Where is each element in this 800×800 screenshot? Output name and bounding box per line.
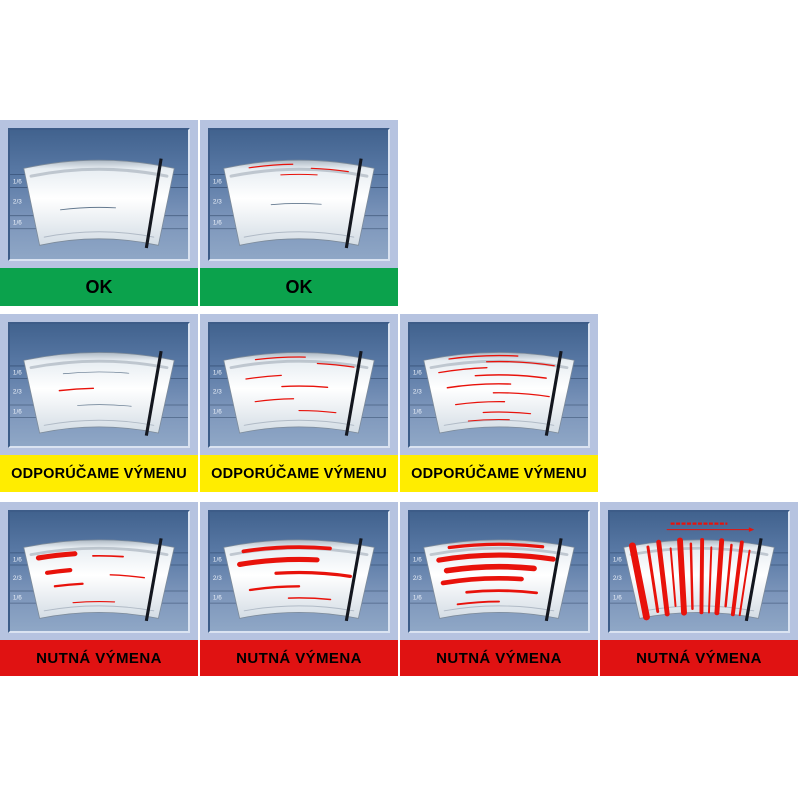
zone-fraction-label: 1/6 <box>613 556 622 563</box>
wiper-swath-graphic: 1/6 2/3 1/6 <box>610 522 788 622</box>
zone-fraction-label: 1/6 <box>413 595 422 602</box>
wipe-area <box>23 539 175 619</box>
status-label: NUTNÁ VÝMENA <box>400 640 598 676</box>
zone-fraction-label: 1/6 <box>413 370 422 377</box>
zone-fraction-label: 2/3 <box>13 389 22 396</box>
panel-area: 1/6 2/3 1/6 <box>0 502 198 640</box>
zone-fraction-label: 1/6 <box>213 409 222 416</box>
red-arrow-annotation <box>666 522 755 532</box>
windshield-panel: 1/6 2/3 1/6 <box>8 510 190 633</box>
zone-fraction-label: 2/3 <box>413 575 422 582</box>
wiper-blade <box>544 538 563 622</box>
status-label: ODPORÚČAME VÝMENU <box>0 455 198 492</box>
windshield-panel: 1/6 2/3 1/6 <box>208 510 390 633</box>
zone-fraction-label: 1/6 <box>13 178 22 185</box>
zone-fraction-label: 1/6 <box>213 370 222 377</box>
windshield-panel: 1/6 2/3 1/6 <box>208 128 390 261</box>
zone-fraction-label: 2/3 <box>213 198 222 205</box>
wiper-swath-graphic: 1/6 2/3 1/6 <box>410 350 588 436</box>
wiper-swath-graphic: 1/6 2/3 1/6 <box>210 158 388 249</box>
panel-area: 1/6 2/3 1/6 <box>0 314 198 455</box>
zone-fraction-label: 1/6 <box>413 409 422 416</box>
status-label: OK <box>0 268 198 306</box>
panel-area: 1/6 2/3 1/6 <box>200 120 398 268</box>
windshield-panel: 1/6 2/3 1/6 <box>608 510 790 633</box>
zone-fraction-label: 2/3 <box>613 575 622 582</box>
zone-fraction-label: 1/6 <box>613 595 622 602</box>
wiper-blade <box>344 350 363 436</box>
status-label: OK <box>200 268 398 306</box>
wiper-swath-graphic: 1/6 2/3 1/6 <box>10 350 188 436</box>
windshield-panel: 1/6 2/3 1/6 <box>408 510 590 633</box>
wiper-blade <box>344 158 363 249</box>
zone-fraction-label: 1/6 <box>13 370 22 377</box>
panel-area: 1/6 2/3 1/6 <box>400 314 598 455</box>
status-label: ODPORÚČAME VÝMENU <box>200 455 398 492</box>
panel-area: 1/6 2/3 1/6 <box>200 502 398 640</box>
zone-fraction-label: 2/3 <box>213 389 222 396</box>
wiper-swath-graphic: 1/6 2/3 1/6 <box>10 158 188 249</box>
wiper-swath-graphic: 1/6 2/3 1/6 <box>10 538 188 622</box>
wiper-blade <box>144 538 163 622</box>
panel-area: 1/6 2/3 1/6 <box>200 314 398 455</box>
status-label: NUTNÁ VÝMENA <box>0 640 198 676</box>
wiper-blade <box>144 158 163 249</box>
zone-fraction-label: 1/6 <box>13 595 22 602</box>
wiper-swath-graphic: 1/6 2/3 1/6 <box>210 350 388 436</box>
zone-fraction-label: 2/3 <box>13 575 22 582</box>
wipe-area <box>223 159 375 246</box>
wiper-swath-graphic: 1/6 2/3 1/6 <box>210 538 388 622</box>
wiper-blade <box>144 350 163 436</box>
status-label: NUTNÁ VÝMENA <box>200 640 398 676</box>
panel-area: 1/6 2/3 1/6 <box>400 502 598 640</box>
zone-fraction-label: 2/3 <box>213 575 222 582</box>
wiper-swath-graphic: 1/6 2/3 1/6 <box>410 538 588 622</box>
panel-area: 1/6 2/3 1/6 <box>600 502 798 640</box>
zone-fraction-label: 1/6 <box>13 220 22 227</box>
wiper-blade <box>544 350 563 436</box>
status-label: ODPORÚČAME VÝMENU <box>400 455 598 492</box>
wiper-blade <box>744 538 763 622</box>
zone-fraction-label: 1/6 <box>13 409 22 416</box>
zone-fraction-label: 1/6 <box>213 220 222 227</box>
windshield-panel: 1/6 2/3 1/6 <box>8 322 190 448</box>
zone-fraction-label: 1/6 <box>413 556 422 563</box>
wipe-area <box>223 352 375 434</box>
wiper-blade <box>344 538 363 622</box>
zone-fraction-label: 1/6 <box>213 595 222 602</box>
windshield-panel: 1/6 2/3 1/6 <box>8 128 190 261</box>
zone-fraction-label: 2/3 <box>413 389 422 396</box>
status-label: NUTNÁ VÝMENA <box>600 640 798 676</box>
wipe-area <box>23 159 175 246</box>
zone-fraction-label: 1/6 <box>213 178 222 185</box>
zone-fraction-label: 1/6 <box>13 556 22 563</box>
zone-fraction-label: 1/6 <box>213 556 222 563</box>
zone-fraction-label: 2/3 <box>13 198 22 205</box>
windshield-panel: 1/6 2/3 1/6 <box>408 322 590 448</box>
panel-area: 1/6 2/3 1/6 <box>0 120 198 268</box>
wipe-area <box>23 352 175 434</box>
windshield-panel: 1/6 2/3 1/6 <box>208 322 390 448</box>
